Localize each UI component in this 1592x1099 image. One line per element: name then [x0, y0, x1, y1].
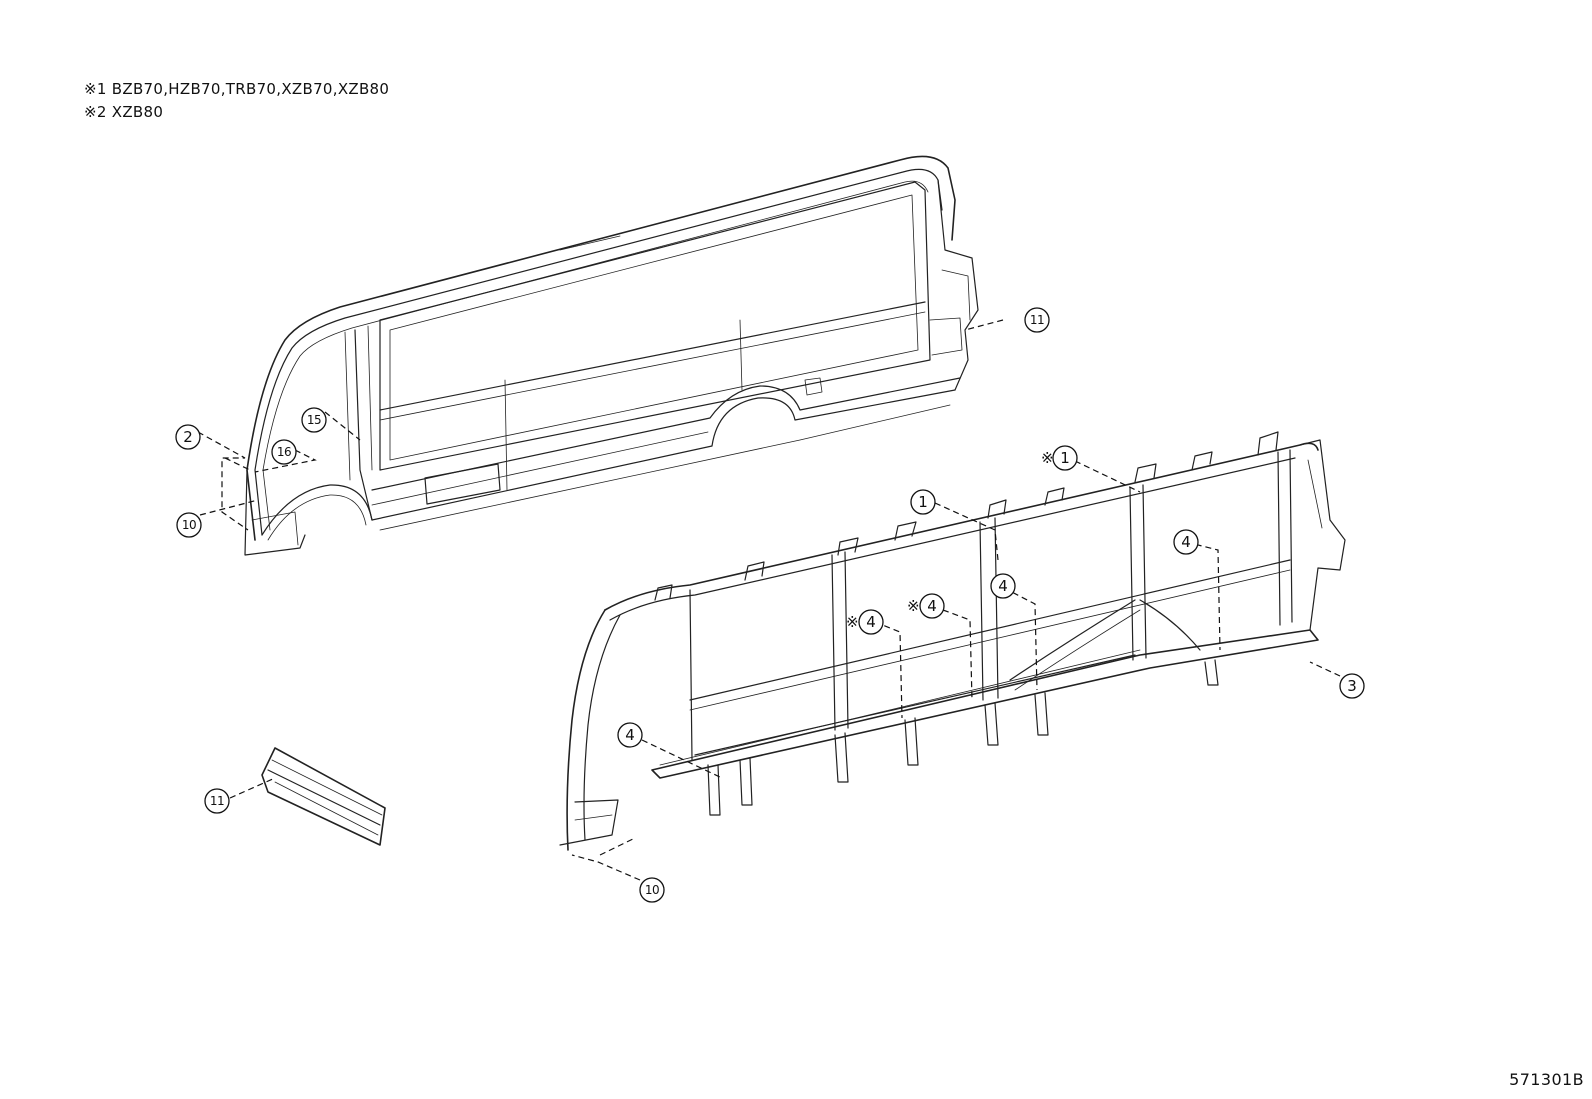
callout-1-middle: 1: [910, 489, 936, 515]
callout-4-variant-1: ※1 4: [846, 609, 884, 635]
callout-4-left: 4: [617, 722, 643, 748]
callout-4-middle: 4: [990, 573, 1016, 599]
leader-lines: [197, 319, 1341, 881]
callout-15: 15: [301, 407, 327, 433]
cowl-panel: [261, 747, 386, 846]
svg-text:10: 10: [182, 518, 196, 532]
svg-text:2: 2: [183, 428, 193, 446]
svg-text:11: 11: [1030, 313, 1044, 327]
callout-2: 2: [175, 424, 201, 450]
callout-16: 16: [271, 439, 297, 465]
callout-10-left: 10: [176, 512, 202, 538]
inner-side-frame: [559, 431, 1346, 851]
svg-text:16: 16: [277, 445, 291, 459]
callout-4-right: 4: [1173, 529, 1199, 555]
callout-11-top: 11: [1024, 307, 1050, 333]
svg-text:3: 3: [1347, 677, 1357, 695]
svg-text:4: 4: [1181, 533, 1191, 551]
variant-note-2: ※2 XZB80: [84, 103, 164, 121]
callout-10-bottom: 10: [639, 877, 665, 903]
callout-4-variant-2: ※2 4: [907, 593, 945, 619]
svg-text:10: 10: [645, 883, 659, 897]
variant-note-1: ※1 BZB70,HZB70,TRB70,XZB70,XZB80: [84, 80, 390, 98]
callout-3: 3: [1339, 673, 1365, 699]
svg-text:11: 11: [210, 794, 224, 808]
svg-text:4: 4: [927, 597, 937, 615]
svg-text:4: 4: [866, 613, 876, 631]
svg-text:4: 4: [998, 577, 1008, 595]
svg-text:4: 4: [625, 726, 635, 744]
callout-1-right: ※1 1: [1041, 445, 1078, 471]
callout-11-bottom: 11: [204, 788, 230, 814]
outer-side-panel: [244, 155, 979, 556]
svg-text:1: 1: [1060, 449, 1070, 467]
svg-text:15: 15: [307, 413, 321, 427]
document-number: 571301B: [1509, 1070, 1584, 1089]
svg-text:1: 1: [918, 493, 928, 511]
